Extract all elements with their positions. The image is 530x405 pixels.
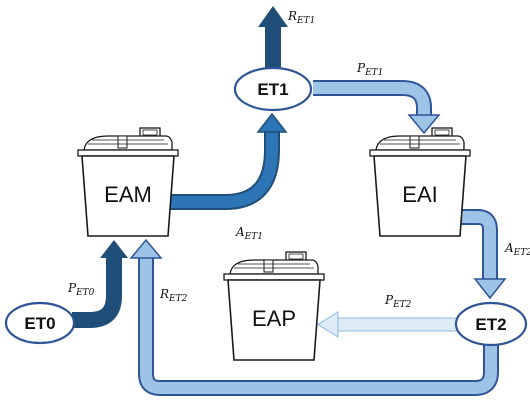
label-a-et1: AET1 bbox=[235, 225, 263, 242]
node-et0-label: ET0 bbox=[24, 314, 55, 333]
node-et2: ET2 bbox=[454, 301, 528, 347]
flow-a-et1-arrow bbox=[170, 112, 288, 210]
flow-p-et0-arrow bbox=[72, 240, 128, 328]
flow-r-et1-arrow bbox=[258, 6, 288, 70]
tank-eai: EAI bbox=[369, 127, 471, 237]
tank-eap-label: EAP bbox=[252, 306, 296, 331]
label-a-et2: AET2 bbox=[504, 241, 530, 258]
label-p-et0: PET0 bbox=[67, 281, 95, 298]
label-r-et2: RET2 bbox=[159, 287, 188, 304]
label-p-et1: PET1 bbox=[356, 61, 383, 78]
node-et1-label: ET1 bbox=[257, 80, 288, 99]
flow-p-et1-arrow bbox=[313, 80, 441, 135]
node-et2-label: ET2 bbox=[475, 315, 506, 334]
node-et0: ET0 bbox=[4, 301, 76, 345]
flow-a-et2-arrow bbox=[460, 209, 507, 300]
tank-eam-label: EAM bbox=[104, 182, 152, 207]
tank-eam: EAM bbox=[77, 127, 179, 237]
label-r-et1: RET1 bbox=[287, 9, 315, 26]
node-et1: ET1 bbox=[233, 66, 313, 112]
tank-eai-label: EAI bbox=[402, 182, 437, 207]
tank-eap: EAP bbox=[223, 251, 325, 361]
flow-r-et2-arrow bbox=[129, 238, 499, 396]
label-p-et2: PET2 bbox=[384, 293, 412, 310]
flow-p-et2-arrow bbox=[316, 310, 458, 339]
